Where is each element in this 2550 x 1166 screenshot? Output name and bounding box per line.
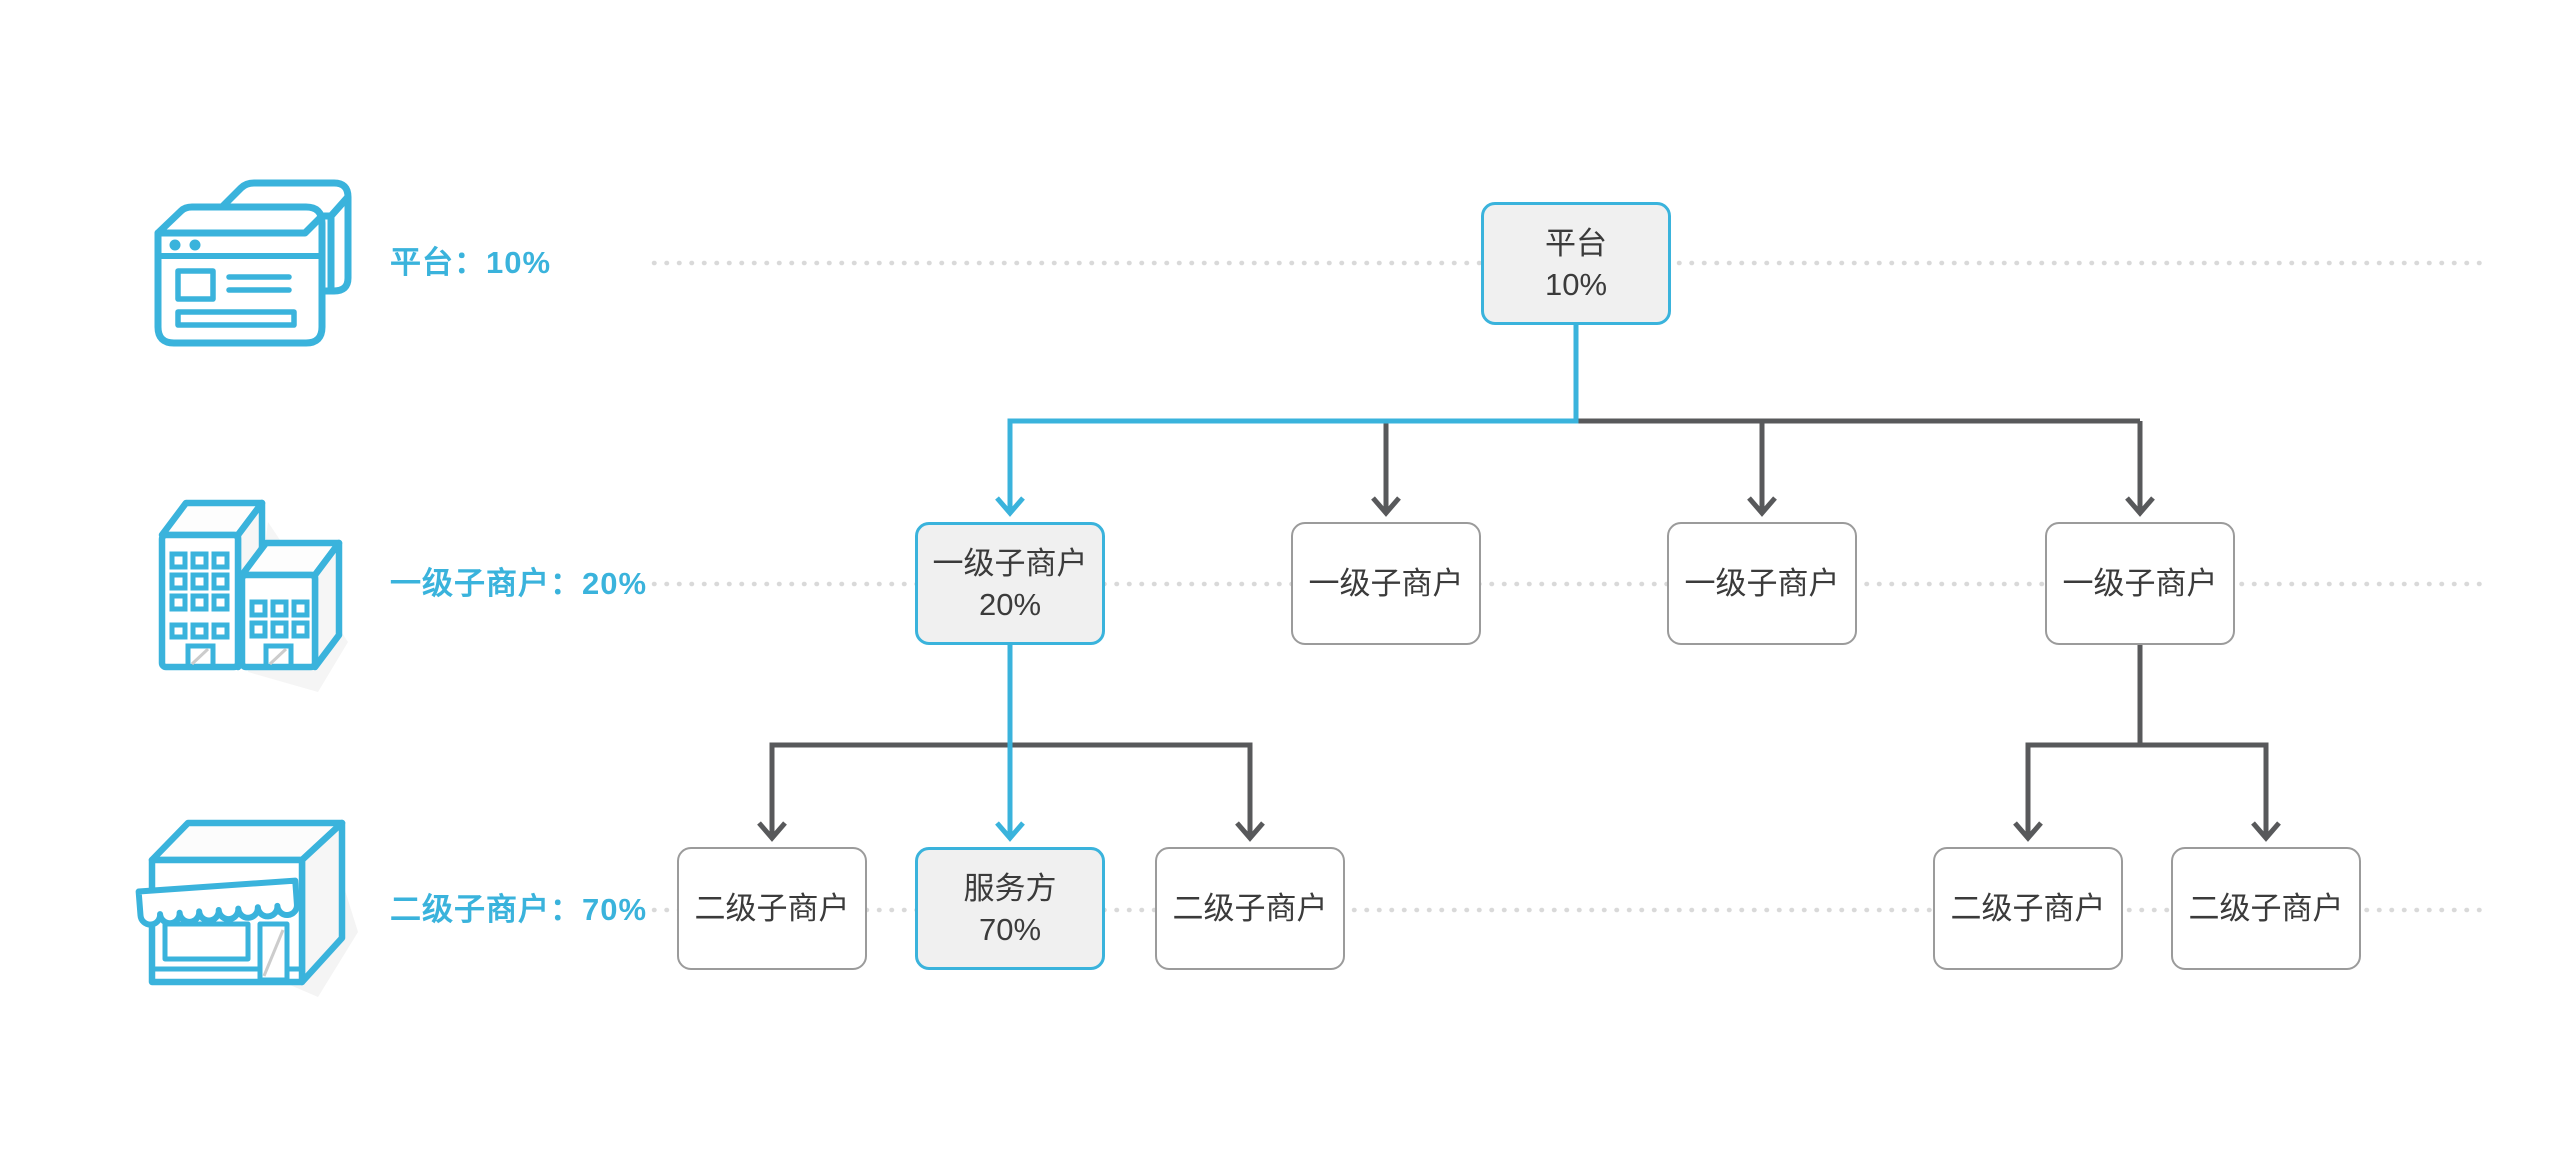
node-platform: 平台 10% xyxy=(1481,202,1671,325)
node-l2-5: 二级子商户 xyxy=(2171,847,2361,970)
node-l2-2: 服务方 70% xyxy=(915,847,1105,970)
arrow-down-icon xyxy=(2013,821,2043,842)
row-label-level2: 二级子商户：70% xyxy=(390,892,648,927)
arrow-down-icon xyxy=(1371,496,1401,517)
node-line1: 二级子商户 xyxy=(2188,891,2344,926)
buildings-icon xyxy=(158,499,348,692)
browser-windows-icon xyxy=(154,179,352,347)
node-line1: 一级子商户 xyxy=(2062,566,2218,601)
node-line2: 70% xyxy=(978,911,1042,947)
row-label-platform: 平台：10% xyxy=(390,245,552,280)
node-line1: 一级子商户 xyxy=(932,545,1088,581)
awning xyxy=(135,877,300,928)
node-line1: 二级子商户 xyxy=(1172,891,1328,926)
arrow-down-icon xyxy=(757,821,787,842)
edge-l1-4-children xyxy=(2025,742,2269,835)
arrow-down-icon xyxy=(1747,496,1777,517)
arrow-down-icon xyxy=(2125,496,2155,517)
node-l1-3: 一级子商户 xyxy=(1667,522,1857,645)
node-line1: 二级子商户 xyxy=(1950,891,2106,926)
node-l1-2: 一级子商户 xyxy=(1291,522,1481,645)
node-line2: 20% xyxy=(978,586,1042,622)
node-line1: 一级子商户 xyxy=(1308,566,1464,601)
edge-platform-l1-1-highlight xyxy=(1007,325,1579,510)
row-label-level1: 一级子商户：20% xyxy=(390,566,648,601)
arrow-down-icon xyxy=(2251,821,2281,842)
node-line2: 10% xyxy=(1544,266,1608,302)
node-l2-1: 二级子商户 xyxy=(677,847,867,970)
node-line1: 服务方 xyxy=(963,870,1057,906)
arrow-down-highlight-icon xyxy=(995,496,1025,517)
node-l1-4: 一级子商户 xyxy=(2045,522,2235,645)
node-line1: 一级子商户 xyxy=(1684,566,1840,601)
arrow-down-icon xyxy=(1235,821,1265,842)
node-l2-3: 二级子商户 xyxy=(1155,847,1345,970)
node-line1: 二级子商户 xyxy=(694,891,850,926)
storefront-icon xyxy=(135,819,358,997)
node-l2-4: 二级子商户 xyxy=(1933,847,2123,970)
node-line1: 平台 xyxy=(1545,225,1607,261)
arrow-down-highlight-icon xyxy=(995,821,1025,842)
node-l1-1: 一级子商户 20% xyxy=(915,522,1105,645)
